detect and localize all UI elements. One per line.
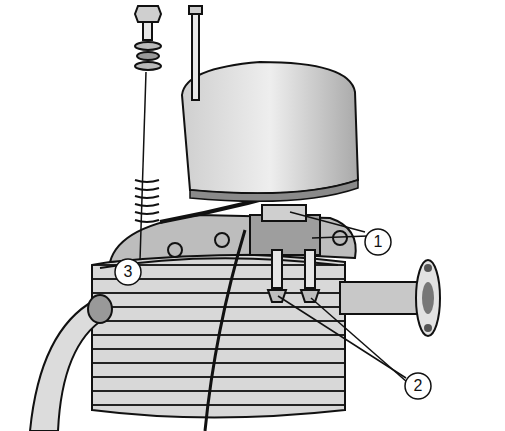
exhaust-port	[340, 260, 440, 336]
valve-cover	[182, 62, 358, 201]
callout-number: 3	[117, 261, 139, 283]
callout-number: 1	[367, 231, 389, 253]
spring	[135, 180, 159, 222]
oil-pipe	[205, 230, 245, 431]
cover-bolt	[135, 6, 161, 70]
callout-marks	[115, 72, 431, 399]
callout-number: 2	[407, 375, 429, 397]
stud	[189, 6, 202, 100]
